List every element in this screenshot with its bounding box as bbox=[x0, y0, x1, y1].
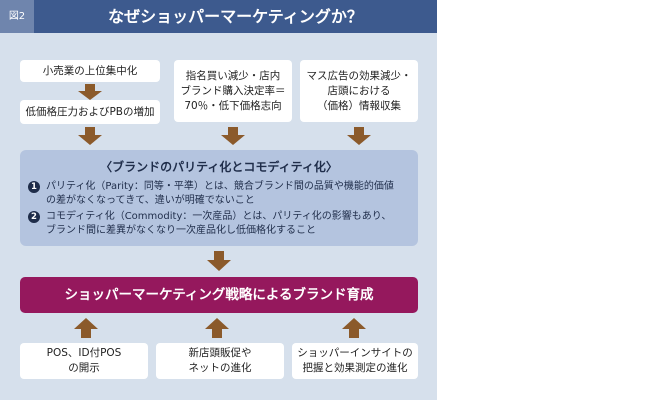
cause-low-price-pressure: 低価格圧力およびPBの増加 bbox=[20, 100, 160, 124]
summary-point-commodity: 2 コモディティ化（Commodity：一次産品）とは、パリティ化の影響もあり、… bbox=[28, 210, 408, 238]
enabler-pos-disclosure: POS、ID付POS の開示 bbox=[20, 343, 148, 379]
figure-header: 図2 なぜショッパーマーケティングか？ bbox=[0, 0, 437, 33]
figure-title: なぜショッパーマーケティングか？ bbox=[108, 7, 363, 26]
enabler-line: POS、ID付POS bbox=[46, 347, 122, 359]
enabler-line: の開示 bbox=[68, 362, 100, 374]
enabler-line: ネットの進化 bbox=[188, 362, 252, 374]
cause-mass-ad-decline-line: マス広告の効果減少・ bbox=[306, 69, 412, 82]
cause-mass-ad-decline-line: （価格）情報収集 bbox=[317, 99, 401, 112]
number-2-icon: 2 bbox=[28, 211, 40, 223]
cause-low-price-pressure-label: 低価格圧力およびPBの増加 bbox=[25, 105, 155, 118]
cause-in-store-decision-line: 70％・低下価格志向 bbox=[184, 99, 282, 112]
cause-mass-ad-decline-line: 店頭における bbox=[327, 84, 391, 97]
up-arrow-icon bbox=[74, 318, 98, 338]
down-arrow-icon bbox=[78, 127, 102, 145]
shopper-marketing-strategy-banner: ショッパーマーケティング戦略によるブランド育成 bbox=[20, 277, 418, 313]
down-arrow-icon bbox=[221, 127, 245, 145]
enabler-line: ショッパーインサイトの bbox=[297, 347, 413, 359]
cause-in-store-decision-line: 指名買い減少・店内 bbox=[185, 69, 281, 82]
summary-point-text: コモディティ化（Commodity：一次産品）とは、パリティ化の影響もあり、 bbox=[46, 211, 392, 222]
parity-commodity-summary: 〈ブランドのパリティ化とコモディティ化〉 1 パリティ化（Parity：同等・平… bbox=[20, 150, 418, 246]
summary-point-text: パリティ化（Parity：同等・平準）とは、競合ブランド間の品質や機能的価値 bbox=[46, 181, 394, 192]
cause-in-store-decision-line: ブランド購入決定率＝ bbox=[180, 84, 286, 97]
cause-in-store-decision: 指名買い減少・店内 ブランド購入決定率＝ 70％・低下価格志向 bbox=[174, 60, 292, 122]
down-arrow-icon bbox=[207, 251, 231, 271]
enabler-shopper-insight: ショッパーインサイトの 把握と効果測定の進化 bbox=[292, 343, 418, 379]
enabler-line: 新店頭販促や bbox=[188, 347, 252, 359]
up-arrow-icon bbox=[342, 318, 366, 338]
summary-title: 〈ブランドのパリティ化とコモディティ化〉 bbox=[100, 160, 338, 174]
cause-mass-ad-decline: マス広告の効果減少・ 店頭における （価格）情報収集 bbox=[300, 60, 418, 122]
up-arrow-icon bbox=[205, 318, 229, 338]
cause-retail-concentration: 小売業の上位集中化 bbox=[20, 60, 160, 82]
enabler-line: 把握と効果測定の進化 bbox=[302, 362, 408, 374]
number-1-icon: 1 bbox=[28, 181, 40, 193]
cause-retail-concentration-label: 小売業の上位集中化 bbox=[42, 64, 138, 77]
summary-point-text: ブランド間に差異がなくなり一次産品化し低価格化すること bbox=[46, 225, 316, 236]
down-arrow-icon bbox=[347, 127, 371, 145]
figure-label: 図2 bbox=[0, 0, 34, 33]
down-arrow-icon bbox=[78, 84, 102, 100]
enabler-in-store-promo: 新店頭販促や ネットの進化 bbox=[156, 343, 284, 379]
summary-point-parity: 1 パリティ化（Parity：同等・平準）とは、競合ブランド間の品質や機能的価値… bbox=[28, 180, 408, 208]
summary-point-text: の差がなくなってきて、違いが明確でないこと bbox=[46, 195, 255, 206]
